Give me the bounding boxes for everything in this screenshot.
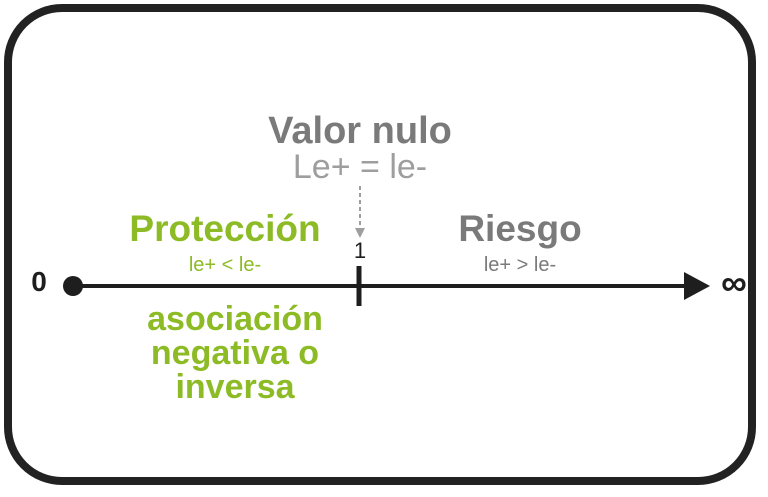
risk-equation: le+ > le- xyxy=(483,254,557,276)
null-pointer-arrowhead xyxy=(355,228,365,238)
protection-title: Protección xyxy=(129,208,321,249)
axis-end-label: ∞ xyxy=(721,262,747,303)
protection-equation: le+ < le- xyxy=(188,254,262,276)
null-tick-label: 1 xyxy=(353,238,367,263)
association-label: asociación negativa o inversa xyxy=(147,300,323,406)
null-value-equation: Le+ = le- xyxy=(292,148,428,186)
null-value-title: Valor nulo xyxy=(268,110,452,152)
risk-title: Riesgo xyxy=(458,208,582,249)
axis-arrowhead xyxy=(684,272,710,300)
axis-origin-dot xyxy=(63,276,83,296)
axis-start-label: 0 xyxy=(31,266,47,297)
diagram-frame xyxy=(4,4,756,485)
